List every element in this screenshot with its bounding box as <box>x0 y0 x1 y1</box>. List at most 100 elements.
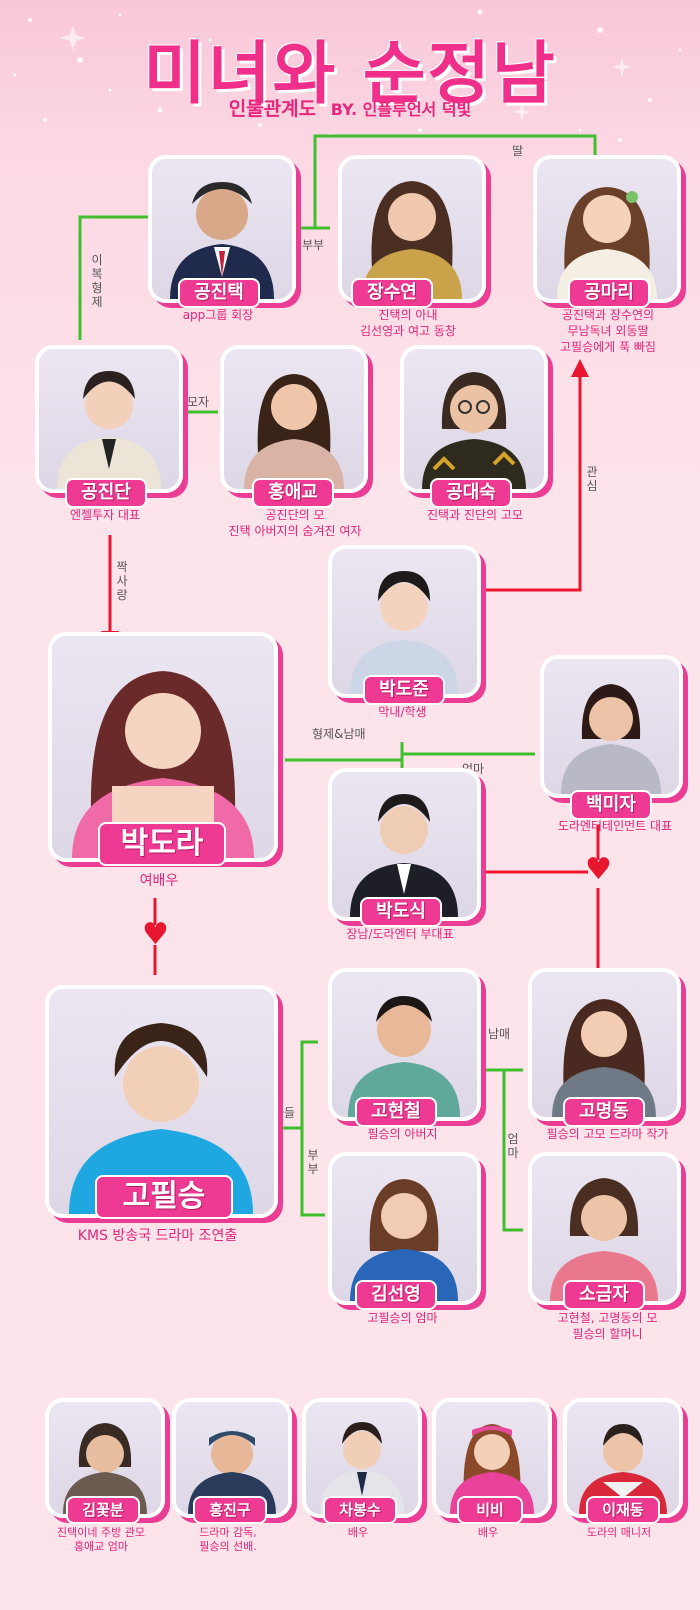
desc-kim-seonyoung: 고필승의 엄마 <box>330 1310 475 1326</box>
desc-so-geumja: 고현철, 고명동의 모 필승의 할머니 <box>520 1310 695 1342</box>
relation-crush-1: 짝 <box>116 560 128 574</box>
relation-interest-2: 심 <box>586 479 598 493</box>
desc-gong-daesuk-1: 진택과 진단의 고모 <box>427 508 523 522</box>
name-park-dojun: 박도준 <box>363 675 445 705</box>
relation-siblings: 형제&남매 <box>312 727 366 741</box>
heart-icon-dora-pilseung: ♥ <box>142 917 169 952</box>
relation-interest-1: 관 <box>586 465 598 479</box>
name-baek-mija: 백미자 <box>570 790 652 820</box>
name-go-myeongdong: 고명동 <box>563 1097 645 1127</box>
desc-so-geumja-1: 고현철, 고명동의 모 <box>557 1311 658 1325</box>
desc-jang-suyeon-2: 김선영과 여고 동창 <box>360 324 456 338</box>
relation-half-brothers: 이복 형제 <box>90 253 104 309</box>
desc-go-myeongdong-1: 필승의 고모 드라마 작가 <box>546 1127 669 1141</box>
desc-park-dojun: 막내/학생 <box>330 704 475 720</box>
desc-gong-mari-3: 고필승에게 푹 빠짐 <box>560 340 656 354</box>
relation-mother-bottom-2: 마 <box>507 1146 519 1160</box>
relation-daughter: 딸 <box>512 144 524 158</box>
desc-park-dojun-1: 막내/학생 <box>378 705 427 719</box>
desc-bibi-1: 배우 <box>477 1526 499 1539</box>
desc-lee-jaedong-1: 도라의 매니저 <box>586 1526 652 1539</box>
relation-crush-3: 랑 <box>116 588 128 602</box>
relation-mother-bottom-1: 엄 <box>507 1132 519 1146</box>
relation-interest: 관 심 <box>585 465 599 493</box>
portrait-gong-jindan <box>35 345 183 493</box>
relation-mother-son: 모자 <box>187 395 210 409</box>
desc-gong-jintaek-1: app그룹 회장 <box>182 308 254 322</box>
desc-baek-mija-1: 도라엔터테인먼트 대표 <box>557 819 673 833</box>
portrait-gong-daesuk <box>400 345 548 493</box>
desc-so-geumja-2: 필승의 할머니 <box>572 1327 643 1341</box>
relation-couple-top: 부부 <box>302 238 325 252</box>
name-hong-jingu: 홍진구 <box>193 1496 267 1524</box>
name-gong-mari: 공마리 <box>568 278 650 308</box>
desc-gong-mari-2: 무남독녀 외동딸 <box>567 324 649 338</box>
desc-gong-mari-1: 공진택과 장수연의 <box>561 308 655 322</box>
relation-couple-bottom-1: 부 <box>307 1148 319 1162</box>
name-jang-suyeon: 장수연 <box>351 278 433 308</box>
relation-crush: 짝 사 랑 <box>115 560 129 602</box>
desc-baek-mija: 도라엔터테인먼트 대표 <box>535 818 695 834</box>
desc-jang-suyeon-1: 진택의 아내 <box>378 308 438 322</box>
desc-cha-bongsu-1: 배우 <box>347 1526 369 1539</box>
desc-park-dora: 여배우 <box>48 873 270 889</box>
name-kim-kkotbun: 김꽃분 <box>66 1496 140 1524</box>
relation-crush-2: 사 <box>116 574 128 588</box>
name-bibi: 비비 <box>457 1496 523 1524</box>
portrait-kim-seonyoung <box>328 1152 481 1305</box>
name-gong-jintaek: 공진택 <box>178 278 260 308</box>
relation-couple-bottom-2: 부 <box>307 1162 319 1176</box>
desc-bibi: 배우 <box>432 1526 544 1540</box>
relation-half-brothers-2: 형제 <box>91 281 103 309</box>
name-go-hyeoncheol: 고현철 <box>355 1097 437 1127</box>
desc-go-myeongdong: 필승의 고모 드라마 작가 <box>520 1126 695 1142</box>
name-gong-daesuk: 공대숙 <box>430 478 512 508</box>
desc-hong-aegyo: 공진단의 모 진택 아버지의 숨겨진 여자 <box>200 507 390 539</box>
desc-hong-jingu-1: 드라마 감독, <box>199 1526 257 1539</box>
page-subtitle: 인물관계도 BY. 인플루언서 덕빛 <box>0 94 700 121</box>
relation-couple-bottom: 부 부 <box>306 1148 320 1176</box>
desc-hong-jingu-2: 필승의 선배. <box>199 1540 257 1553</box>
relation-son: 아들 <box>273 1106 296 1120</box>
name-so-geumja: 소금자 <box>563 1280 645 1310</box>
relation-siblings-bottom: 남매 <box>488 1027 511 1041</box>
desc-kim-seonyoung-1: 고필승의 엄마 <box>367 1311 438 1325</box>
desc-go-pilseung: KMS 방송국 드라마 조연출 <box>35 1228 280 1244</box>
name-lee-jaedong: 이재동 <box>586 1496 660 1524</box>
name-go-pilseung: 고필승 <box>95 1175 233 1219</box>
page-title: 미녀와 순정남 <box>143 35 557 114</box>
desc-go-pilseung-1: KMS 방송국 드라마 조연출 <box>77 1228 238 1244</box>
name-park-dora: 박도라 <box>98 822 226 866</box>
heart-icon-dosik-mija: ♥ <box>585 852 612 887</box>
desc-lee-jaedong: 도라의 매니저 <box>555 1526 683 1540</box>
subtitle-text: 인물관계도 <box>228 98 317 120</box>
desc-park-dora-1: 여배우 <box>139 873 179 889</box>
desc-park-dosik-1: 장남/도라엔터 부대표 <box>346 927 454 941</box>
name-cha-bongsu: 차봉수 <box>323 1496 397 1524</box>
desc-hong-aegyo-2: 진택 아버지의 숨겨진 여자 <box>228 524 362 538</box>
name-gong-jindan: 공진단 <box>65 478 147 508</box>
byline: BY. 인플루언서 덕빛 <box>330 100 472 119</box>
desc-park-dosik: 장남/도라엔터 부대표 <box>315 926 485 942</box>
desc-gong-jintaek: app그룹 회장 <box>148 307 288 323</box>
desc-kim-kkotbun: 진택이네 주방 관모 홍애교 엄마 <box>30 1526 172 1554</box>
desc-kim-kkotbun-2: 홍애교 엄마 <box>73 1540 129 1553</box>
desc-gong-jindan-1: 엔젤투자 대표 <box>69 508 141 522</box>
relation-mother-bottom: 엄 마 <box>506 1132 520 1160</box>
desc-jang-suyeon: 진택의 아내 김선영과 여고 동창 <box>318 307 498 339</box>
relation-half-brothers-1: 이복 <box>91 253 103 281</box>
desc-cha-bongsu: 배우 <box>302 1526 414 1540</box>
name-park-dosik: 박도식 <box>360 897 442 927</box>
desc-hong-jingu: 드라마 감독, 필승의 선배. <box>160 1526 296 1554</box>
desc-gong-mari: 공진택과 장수연의 무남독녀 외동딸 고필승에게 푹 빠짐 <box>523 307 693 355</box>
name-kim-seonyoung: 김선영 <box>355 1280 437 1310</box>
desc-kim-kkotbun-1: 진택이네 주방 관모 <box>57 1526 145 1539</box>
name-hong-aegyo: 홍애교 <box>252 478 334 508</box>
portrait-baek-mija <box>540 655 683 798</box>
desc-go-hyeoncheol-1: 필승의 아버지 <box>367 1127 438 1141</box>
portrait-hong-aegyo <box>220 345 368 493</box>
desc-gong-daesuk: 진택과 진단의 고모 <box>395 507 555 523</box>
desc-gong-jindan: 엔젤투자 대표 <box>35 507 175 523</box>
desc-hong-aegyo-1: 공진단의 모 <box>265 508 325 522</box>
desc-go-hyeoncheol: 필승의 아버지 <box>330 1126 475 1142</box>
